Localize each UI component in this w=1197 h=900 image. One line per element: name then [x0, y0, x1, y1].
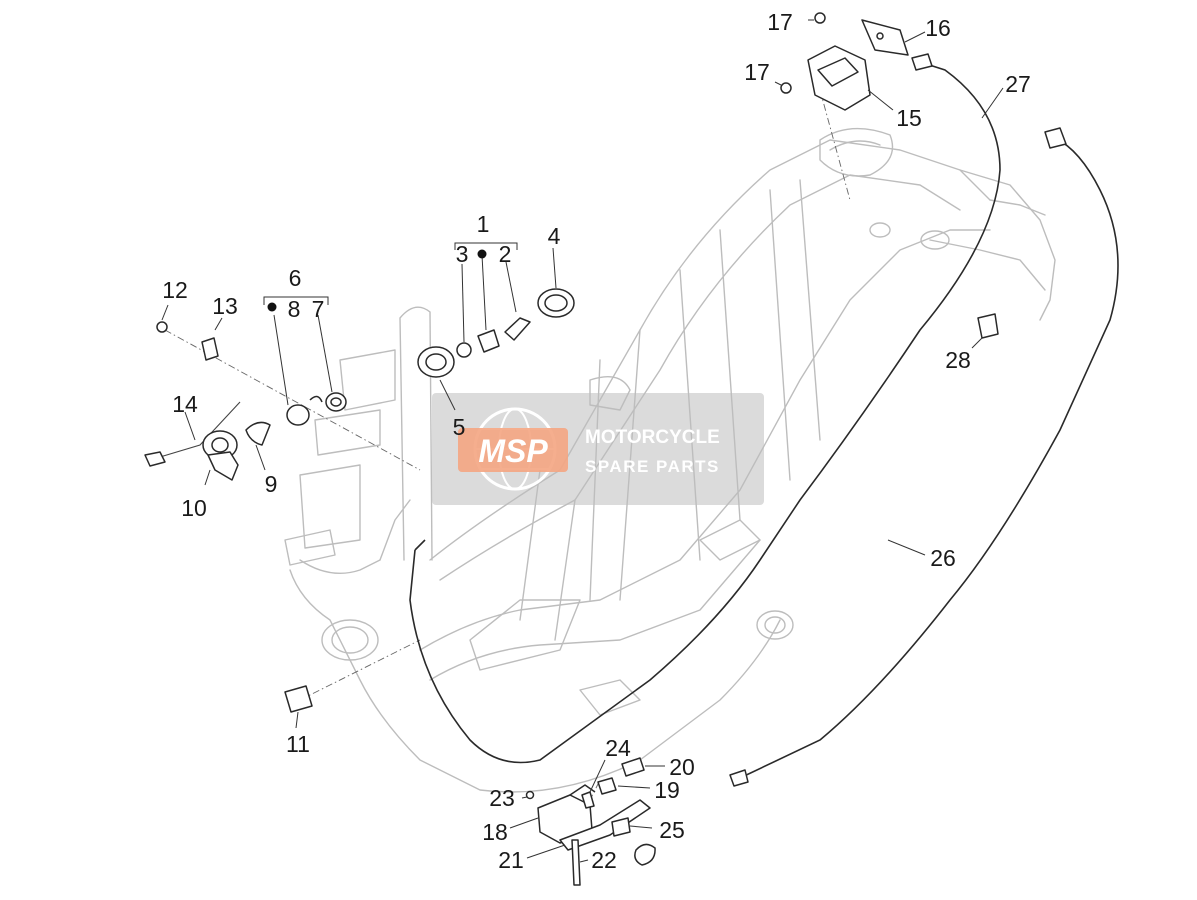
- callout-11: 11: [286, 731, 310, 757]
- watermark-line-2: SPARE PARTS: [585, 457, 720, 476]
- callout-25: 25: [659, 817, 685, 843]
- callout-22: 22: [591, 847, 617, 873]
- assembly-axis-top: [819, 89, 851, 201]
- callout-9: 9: [265, 471, 278, 497]
- callout-18: 18: [482, 819, 508, 845]
- part-1-lock-barrel: [477, 249, 500, 353]
- callout-17-top: 17: [767, 9, 793, 35]
- callout-2: 2: [499, 241, 512, 267]
- callout-16: 16: [925, 15, 951, 41]
- part-24-screw: [581, 759, 606, 809]
- part-13-clip: [201, 317, 223, 361]
- part-17-screw-top: [808, 12, 826, 24]
- part-5-lock-housing: [417, 346, 456, 411]
- part-28-cable-clip: [971, 313, 999, 349]
- callout-14: 14: [172, 391, 198, 417]
- part-23-nut: [521, 790, 535, 800]
- part-9-clip: [245, 421, 271, 471]
- part-27-seat-cable: [409, 53, 1004, 764]
- callout-26: 26: [930, 545, 956, 571]
- part-11-button: [284, 685, 313, 729]
- callout-6-bracket: [263, 296, 329, 312]
- part-4-ring-nut: [537, 247, 575, 318]
- watermark-logo-text: MSP: [478, 433, 548, 469]
- callout-23: 23: [489, 785, 515, 811]
- part-3-washer: [456, 263, 472, 358]
- part-22-bolt: [571, 839, 589, 886]
- callout-labels: 1 2 3 4 5 6 7 8 9 10 11 12 13 14 15 16 1…: [162, 9, 1031, 873]
- callout-8: 8: [288, 296, 301, 322]
- part-20-spring: [621, 757, 665, 777]
- part-14-cable-tie: [144, 401, 241, 467]
- part-26-release-cable: [729, 127, 1119, 787]
- callout-17-left: 17: [744, 59, 770, 85]
- part-21-plate: [526, 799, 651, 859]
- watermark-box: [432, 393, 764, 505]
- part-7-ring: [309, 314, 347, 412]
- bullet-marker: [267, 302, 277, 312]
- callout-7: 7: [312, 296, 325, 322]
- callout-3: 3: [456, 241, 469, 267]
- callout-19: 19: [654, 777, 680, 803]
- callout-20: 20: [669, 754, 695, 780]
- callout-12: 12: [162, 277, 188, 303]
- part-19-lever: [597, 777, 651, 795]
- part-8-lock-cylinder: [273, 314, 310, 426]
- callout-1: 1: [477, 211, 490, 237]
- callout-4: 4: [548, 223, 561, 249]
- part-15-seat-lock: [807, 45, 894, 111]
- callout-5: 5: [453, 414, 466, 440]
- callout-28: 28: [945, 347, 971, 373]
- callout-13: 13: [212, 293, 238, 319]
- assembly-axis-lower: [299, 639, 421, 701]
- part-2-key-lever: [504, 261, 531, 341]
- watermark-line-1: MOTORCYCLE: [585, 427, 720, 448]
- part-10-ignition-switch: [202, 430, 239, 486]
- callout-27: 27: [1005, 71, 1031, 97]
- callout-21: 21: [498, 847, 524, 873]
- callout-10: 10: [181, 495, 207, 521]
- bullet-marker: [477, 249, 487, 259]
- callout-24: 24: [605, 735, 631, 761]
- callout-6: 6: [289, 265, 302, 291]
- callout-15: 15: [896, 105, 922, 131]
- part-16-hinge: [861, 19, 926, 56]
- part-12-screw: [156, 304, 169, 333]
- part-17-screw-left: [774, 81, 792, 94]
- msp-watermark: MSP MOTORCYCLE SPARE PARTS: [432, 393, 764, 505]
- part-25-clip: [611, 817, 656, 866]
- callout-1-bracket: [454, 242, 518, 250]
